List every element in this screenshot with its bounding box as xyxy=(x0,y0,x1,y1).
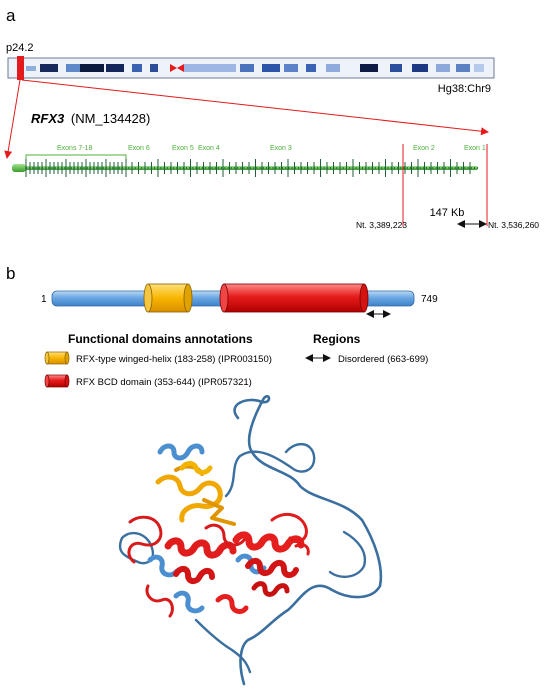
chromosome-band-label: p24.2 xyxy=(6,42,34,54)
bcd-domain xyxy=(219,283,369,313)
exon-label-3: Exon 3 xyxy=(270,145,292,152)
exon-label-4: Exon 4 xyxy=(198,145,220,152)
exon-label-5: Exon 5 xyxy=(172,145,194,152)
legend-winged-helix: RFX-type winged-helix (183-258) (IPR0031… xyxy=(44,351,272,365)
gene-span-label: 147 Kb xyxy=(430,207,465,219)
panel-b-label: b xyxy=(6,264,15,283)
legend-disordered: Disordered (663-699) xyxy=(305,354,428,365)
exon-bracket xyxy=(25,154,127,160)
gene-track xyxy=(12,159,478,177)
coord-right-label: Nt. 3,536,260 xyxy=(488,220,539,230)
chromosome-ideogram xyxy=(7,56,495,80)
protein-schematic xyxy=(51,283,415,318)
exon-label-group: Exons 7-18 Exon 6 Exon 5 Exon 4 Exon 3 E… xyxy=(57,145,486,152)
legend-bcd: RFX BCD domain (353-644) (IPR057321) xyxy=(44,374,252,388)
panel-a-label: a xyxy=(6,6,16,25)
protein-3d-structure xyxy=(118,395,383,686)
legend-bcd-label: RFX BCD domain (353-644) (IPR057321) xyxy=(76,377,252,388)
legend-winged-helix-label: RFX-type winged-helix (183-258) (IPR0031… xyxy=(76,354,272,365)
gene-title: RFX3 (NM_134428) xyxy=(31,111,150,126)
zoom-line-left xyxy=(4,79,21,159)
domains-heading: Functional domains annotations xyxy=(68,332,253,346)
gene-accession: (NM_134428) xyxy=(71,111,151,126)
assembly-label: Hg38:Chr9 xyxy=(438,83,491,95)
regions-heading: Regions xyxy=(313,332,361,346)
coord-left-label: Nt. 3,389,223 xyxy=(356,220,407,230)
gene-symbol: RFX3 xyxy=(31,111,65,126)
exon-label-1: Exon 1 xyxy=(464,145,486,152)
protein-end-label: 749 xyxy=(421,294,438,305)
exon-label-7-18: Exons 7-18 xyxy=(57,145,93,152)
exon-label-2: Exon 2 xyxy=(413,145,435,152)
legend-disordered-label: Disordered (663-699) xyxy=(338,354,428,365)
exon-label-6: Exon 6 xyxy=(128,145,150,152)
winged-helix-domain xyxy=(143,283,193,313)
zoom-line-right xyxy=(21,79,489,136)
protein-start-label: 1 xyxy=(41,294,47,305)
